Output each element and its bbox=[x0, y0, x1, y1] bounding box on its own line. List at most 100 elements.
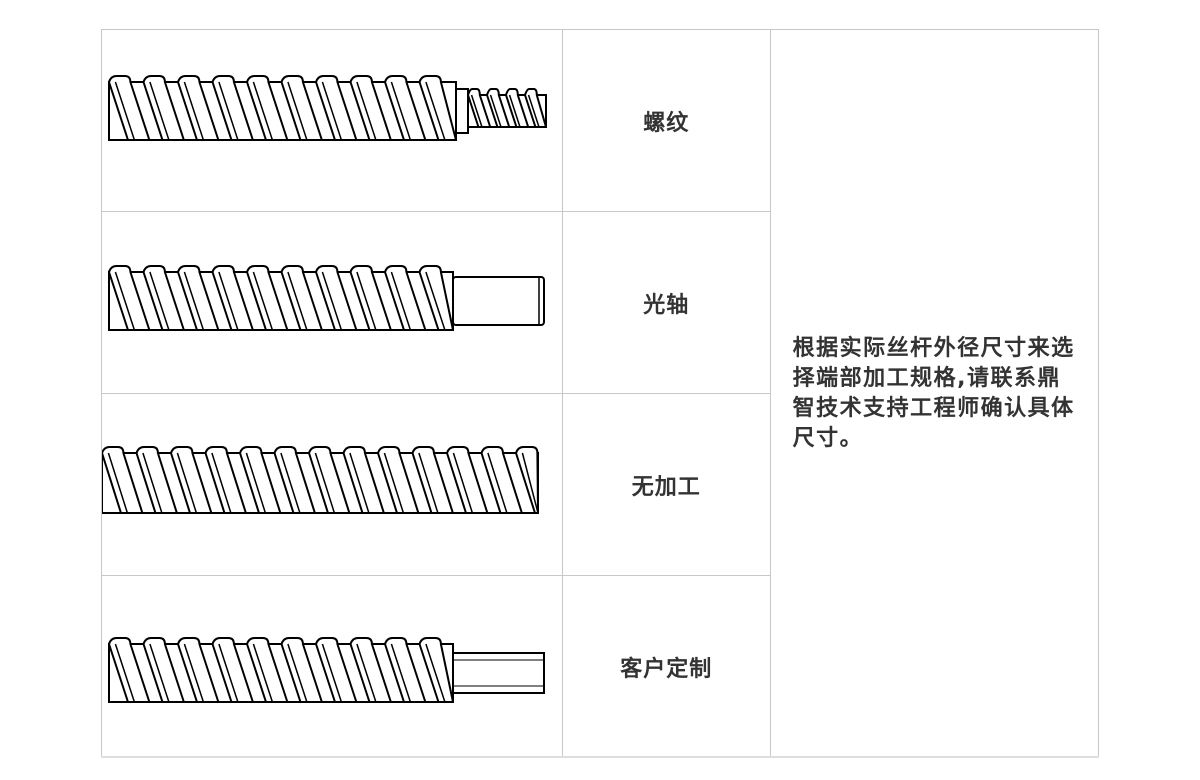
thread-ridge-line bbox=[356, 643, 377, 703]
thread-ridge-line bbox=[183, 81, 205, 141]
thread-ridge-line bbox=[218, 271, 239, 331]
end-thread-ridge-outline bbox=[505, 88, 530, 128]
thread-ridge bbox=[108, 75, 151, 141]
thread-ridge-line bbox=[321, 81, 343, 141]
thread-ridge bbox=[239, 446, 282, 514]
thread-ridge bbox=[280, 637, 323, 703]
neck bbox=[455, 88, 469, 134]
thread-ridge-line bbox=[149, 271, 170, 331]
thread-ridge-line bbox=[183, 271, 205, 331]
thread-ridge-line bbox=[383, 452, 405, 514]
table-row: 客户定制 bbox=[101, 575, 1099, 758]
thread-ridge-line bbox=[183, 643, 205, 703]
thread-ridge-line bbox=[321, 271, 343, 331]
thread-ridge-line bbox=[487, 452, 508, 514]
thread-ridge bbox=[246, 75, 289, 141]
thread-ridge bbox=[377, 446, 420, 514]
end-machining-table: 螺纹 根据实际丝杆外径尺寸来选择端部加工规格,请联系鼎智技术支持工程师确认具体尺… bbox=[101, 29, 1100, 758]
thread-ridge bbox=[342, 446, 385, 514]
thread-ridge-line bbox=[287, 643, 308, 703]
table-row: 螺纹 根据实际丝杆外径尺寸来选择端部加工规格,请联系鼎智技术支持工程师确认具体尺… bbox=[101, 29, 1100, 758]
screw-drawing bbox=[108, 637, 545, 703]
thread-ridge-line bbox=[218, 643, 239, 703]
thread-ridge-outline bbox=[418, 637, 454, 703]
thread-ridge bbox=[315, 265, 358, 331]
thread-ridge bbox=[108, 637, 151, 703]
screw-image-custom bbox=[101, 575, 563, 758]
thread-ridge bbox=[142, 637, 185, 703]
thread-ridge-outline bbox=[515, 446, 539, 514]
thread-ridge-line bbox=[252, 81, 274, 141]
thread-ridge bbox=[515, 446, 539, 514]
divider bbox=[101, 756, 1099, 758]
thread-ridge-line bbox=[280, 452, 301, 514]
thread-ridge bbox=[204, 446, 247, 514]
end-thread-ridge-line bbox=[508, 94, 521, 128]
thread-ridge bbox=[446, 446, 489, 514]
screw-image-thread bbox=[101, 29, 563, 212]
thread-ridge bbox=[280, 75, 323, 141]
screw-image-none bbox=[101, 393, 563, 576]
thread-ridge-line bbox=[521, 452, 539, 514]
thread-ridge-line bbox=[314, 452, 336, 514]
thread-ridge bbox=[170, 446, 213, 514]
thread-ridge-line bbox=[245, 452, 267, 514]
thread-ridge-line bbox=[321, 643, 343, 703]
thread-ridge bbox=[211, 75, 254, 141]
screw-drawing bbox=[108, 75, 547, 141]
thread-ridge bbox=[246, 637, 289, 703]
thread-ridge-line bbox=[418, 452, 439, 514]
thread-ridge-line bbox=[252, 643, 274, 703]
thread-ridge-line bbox=[287, 271, 308, 331]
end-type-label: 螺纹 bbox=[561, 29, 771, 212]
thread-ridge-line bbox=[149, 643, 170, 703]
screw-drawing bbox=[108, 265, 545, 331]
thread-ridge bbox=[273, 446, 316, 514]
screw-drawing bbox=[102, 446, 539, 514]
end-type-label: 客户定制 bbox=[561, 575, 771, 758]
thread-ridge-line bbox=[142, 452, 163, 514]
thread-ridge bbox=[480, 446, 523, 514]
thread-ridge bbox=[177, 75, 220, 141]
end-type-label: 无加工 bbox=[561, 393, 771, 576]
thread-ridge bbox=[349, 637, 392, 703]
thread-ridge-line bbox=[149, 81, 170, 141]
thread-ridge-line bbox=[390, 271, 412, 331]
thread-ridge-line bbox=[114, 81, 136, 141]
thread-ridge bbox=[349, 75, 392, 141]
thread-ridge bbox=[411, 446, 454, 514]
thread-ridge bbox=[177, 637, 220, 703]
end-thread-ridge-line bbox=[470, 94, 483, 128]
thread-ridge bbox=[177, 265, 220, 331]
thread-ridge-line bbox=[425, 271, 446, 331]
thread-ridge-line bbox=[425, 643, 446, 703]
thread-ridge bbox=[135, 446, 178, 514]
thread-ridge bbox=[211, 265, 254, 331]
end-thread-ridge-line bbox=[527, 94, 540, 128]
end-thread-ridge bbox=[486, 88, 511, 128]
thread-ridge bbox=[211, 637, 254, 703]
table-row: 光轴 bbox=[101, 211, 1099, 394]
thread-ridge bbox=[246, 265, 289, 331]
thread-ridge bbox=[108, 265, 151, 331]
table-row: 无加工 bbox=[101, 393, 1099, 576]
thread-ridge-line bbox=[452, 452, 474, 514]
end-thread-ridge-outline bbox=[486, 88, 511, 128]
thread-ridge bbox=[418, 75, 457, 141]
end-thread-ridge-outline bbox=[467, 88, 492, 128]
end-thread-ridge bbox=[524, 88, 547, 128]
thread-ridge bbox=[315, 75, 358, 141]
thread-ridge-line bbox=[114, 271, 136, 331]
thread-ridge-line bbox=[211, 452, 232, 514]
thread-ridge-line bbox=[218, 81, 239, 141]
thread-ridge bbox=[142, 265, 185, 331]
thread-ridge bbox=[142, 75, 185, 141]
thread-ridge bbox=[280, 265, 323, 331]
thread-ridge-line bbox=[349, 452, 370, 514]
custom-shaft bbox=[452, 652, 545, 694]
thread-ridge bbox=[349, 265, 392, 331]
thread-ridge bbox=[308, 446, 351, 514]
thread-ridge bbox=[102, 446, 144, 514]
screw-image-shaft bbox=[101, 211, 563, 394]
thread-ridge-line bbox=[390, 81, 412, 141]
